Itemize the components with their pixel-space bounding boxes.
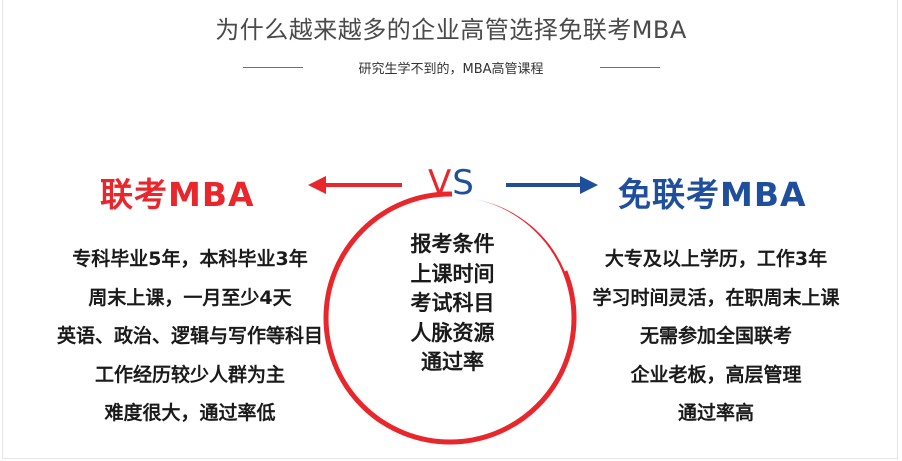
left-list-item: 英语、政治、逻辑与写作等科目 [56, 325, 323, 347]
circle-highlight [451, 190, 572, 272]
center-list-item: 上课时间 [410, 261, 495, 286]
center-list-item: 人脉资源 [410, 320, 495, 345]
right-list-item: 学习时间灵活，在职周末上课 [592, 286, 840, 309]
left-list-item: 难度很大，通过率低 [104, 402, 276, 424]
vs-s: S [452, 163, 475, 203]
right-list-item: 无需参加全国联考 [639, 325, 792, 347]
center-list: 报考条件 上课时间 考试科目 人脉资源 通过率 [380, 230, 525, 378]
right-arrow-icon [580, 176, 598, 194]
subtitle-divider-right [600, 67, 660, 68]
right-list-item: 大专及以上学历，工作3年 [604, 248, 828, 270]
vs-v: V [428, 163, 453, 203]
center-circle [323, 191, 577, 445]
right-list-item: 通过率高 [677, 402, 754, 424]
left-list-item: 专科毕业5年，本科毕业3年 [72, 248, 308, 270]
left-list-item: 周末上课，一月至少4天 [88, 286, 292, 309]
page-subtitle: 研究生学不到的，MBA高管课程 [358, 62, 544, 77]
center-list-item: 考试科目 [410, 291, 495, 315]
center-list-item: 报考条件 [410, 232, 495, 256]
page-title: 为什么越来越多的企业高管选择免联考MBA [215, 16, 687, 44]
subtitle-divider-left [243, 67, 303, 68]
left-arrow-icon [308, 176, 326, 194]
right-heading: 免联考MBA [618, 175, 807, 214]
left-list-item: 工作经历较少人群为主 [94, 363, 285, 386]
left-list: 专科毕业5年，本科毕业3年 周末上课，一月至少4天 英语、政治、逻辑与写作等科目… [20, 240, 360, 433]
subtitle-row: 研究生学不到的，MBA高管课程 [0, 58, 902, 78]
left-heading: 联考MBA [100, 175, 255, 214]
vs-label: VS [428, 163, 475, 203]
center-list-item: 通过率 [421, 350, 484, 374]
right-list: 大专及以上学历，工作3年 学习时间灵活，在职周末上课 无需参加全国联考 企业老板… [546, 240, 886, 433]
right-list-item: 企业老板，高层管理 [630, 363, 802, 386]
